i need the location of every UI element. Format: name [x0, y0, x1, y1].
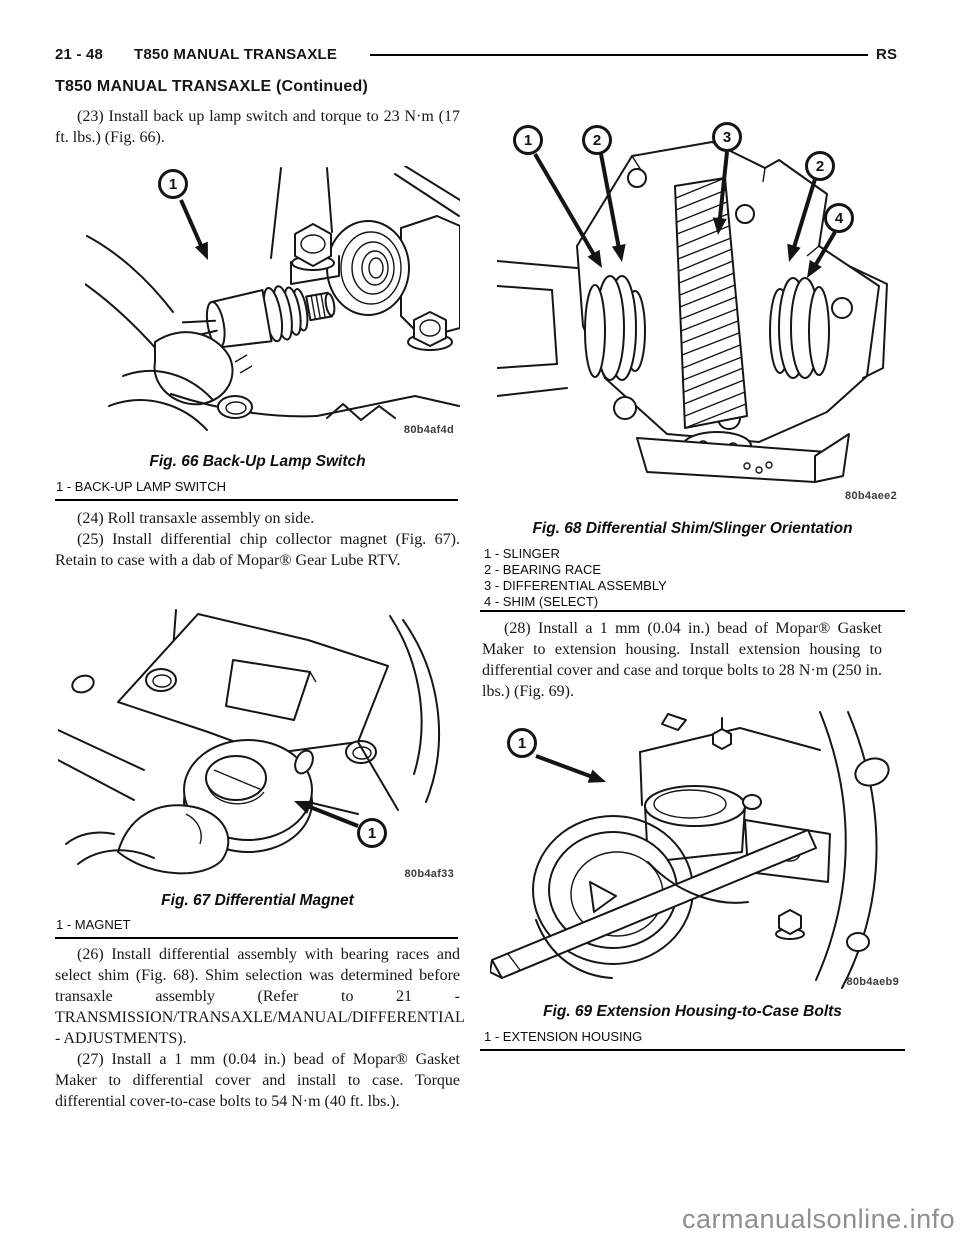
figure-68-legend-item: 4 - SHIM (SELECT): [484, 594, 599, 609]
figure-66-caption: Fig. 66 Back-Up Lamp Switch: [149, 453, 366, 470]
figure-67: 1 80b4af33: [58, 602, 460, 882]
figure-68-rule: [480, 610, 905, 612]
step-24: (24) Roll transaxle assembly on side.: [77, 510, 315, 527]
figure-68-callout-2: 2: [582, 125, 612, 155]
figure-66-legend-item: 1 - BACK-UP LAMP SWITCH: [56, 479, 226, 494]
figure-68-callout-2b: 2: [805, 151, 835, 181]
figure-68-caption: Fig. 68 Differential Shim/Slinger Orient…: [532, 520, 853, 537]
figure-67-caption: Fig. 67 Differential Magnet: [161, 892, 354, 909]
figure-67-legend: 1 - MAGNET: [56, 917, 460, 933]
figure-66: 1 80b4af4d: [85, 166, 460, 438]
figure-69: 1 80b4aeb9: [490, 710, 905, 990]
figure-69-drawing: [490, 711, 890, 989]
figure-68-callout-4: 4: [824, 203, 854, 233]
figure-69-caption: Fig. 69 Extension Housing-to-Case Bolts: [543, 1003, 842, 1020]
figure-68-legend: 1 - SLINGER 2 - BEARING RACE 3 - DIFFERE…: [484, 546, 904, 610]
figure-68-code: 80b4aee2: [845, 490, 897, 502]
figure-66-legend: 1 - BACK-UP LAMP SWITCH: [56, 479, 460, 495]
step-25: (25) Install differential chip collector…: [55, 531, 460, 569]
continued-title: T850 MANUAL TRANSAXLE (Continued): [55, 78, 368, 95]
step-28: (28) Install a 1 mm (0.04 in.) bead of M…: [482, 620, 882, 700]
figure-67-legend-item: 1 - MAGNET: [56, 917, 131, 932]
step-23-text: (23) Install back up lamp switch and tor…: [55, 106, 460, 148]
header-rule: [370, 54, 868, 56]
step-28-text: (28) Install a 1 mm (0.04 in.) bead of M…: [482, 618, 882, 702]
figure-69-code: 80b4aeb9: [846, 976, 899, 988]
figure-68-drawing: [497, 141, 888, 483]
figure-68: 1 2 3 2 4 80b4aee2: [497, 116, 903, 504]
figure-68-legend-item: 2 - BEARING RACE: [484, 562, 602, 577]
figure-68-callout-1: 1: [513, 125, 543, 155]
figure-67-rule: [55, 937, 458, 939]
figure-69-legend-item: 1 - EXTENSION HOUSING: [484, 1029, 643, 1044]
figure-69-callout-1: 1: [507, 728, 537, 758]
figure-66-rule: [55, 499, 458, 501]
figure-68-legend-item: 3 - DIFFERENTIAL ASSEMBLY: [484, 578, 667, 593]
figure-66-callout-1: 1: [158, 169, 188, 199]
figure-69-legend: 1 - EXTENSION HOUSING: [484, 1029, 904, 1045]
figure-66-drawing: [85, 166, 460, 431]
figure-67-drawing: [58, 609, 440, 875]
figure-68-legend-item: 1 - SLINGER: [484, 546, 560, 561]
figure-67-code: 80b4af33: [404, 868, 454, 880]
step-26: (26) Install differential assembly with …: [55, 946, 465, 1047]
header-section-title: T850 MANUAL TRANSAXLE: [134, 46, 338, 63]
figure-69-rule: [480, 1049, 905, 1051]
figure-66-code: 80b4af4d: [403, 424, 454, 436]
steps-26-27-text: (26) Install differential assembly with …: [55, 944, 465, 1112]
step-23: (23) Install back up lamp switch and tor…: [55, 108, 460, 146]
step-27: (27) Install a 1 mm (0.04 in.) bead of M…: [55, 1051, 460, 1110]
figure-68-callout-3: 3: [712, 122, 742, 152]
header-edition-code: RS: [876, 46, 898, 63]
steps-24-25-text: (24) Roll transaxle assembly on side. (2…: [55, 508, 460, 571]
page-number: 21 - 48: [55, 46, 104, 63]
figure-67-callout-1: 1: [357, 818, 387, 848]
site-watermark-link[interactable]: carmanualsonline.info: [682, 1204, 956, 1234]
